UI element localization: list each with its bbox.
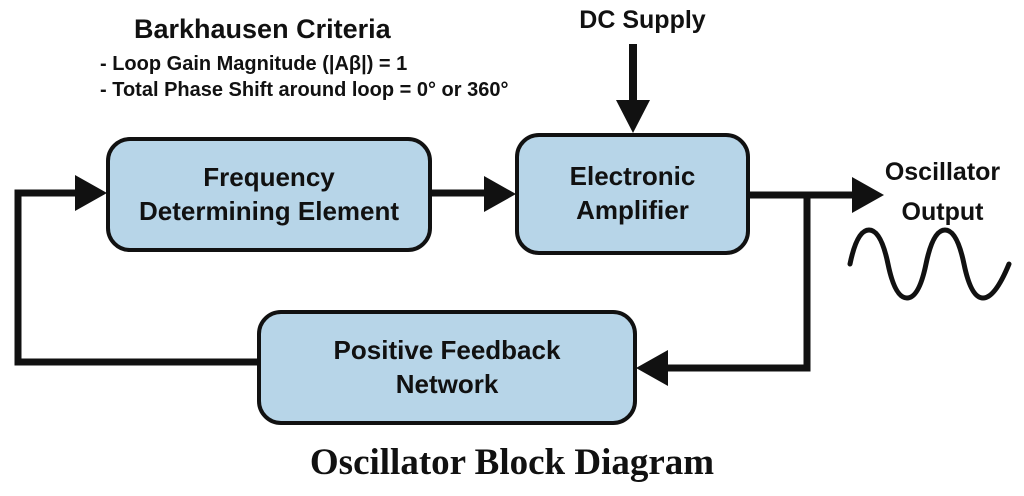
block-label-line: Positive Feedback <box>333 334 561 365</box>
sine-wave <box>847 227 1012 301</box>
diagram-caption: Oscillator Block Diagram <box>309 442 715 483</box>
block-positive-feedback-network: Positive Feedback Network <box>257 310 637 425</box>
barkhausen-criterion-gain: - Loop Gain Magnitude (|Aβ|) = 1 <box>100 53 408 75</box>
block-label-line: Frequency <box>203 161 335 192</box>
oscillator-output-label: Oscillator Output <box>870 152 1015 232</box>
block-label-line: Amplifier <box>576 195 689 225</box>
barkhausen-criterion-phase: - Total Phase Shift around loop = 0° or … <box>100 79 509 101</box>
oscillator-output-line1: Oscillator <box>884 158 1001 186</box>
dc-supply-arrow <box>616 44 650 133</box>
block-label-line: Network <box>395 368 499 399</box>
dc-supply-label: DC Supply <box>579 6 706 34</box>
amplifier-output-arrow <box>750 177 884 213</box>
fde-to-amplifier-arrow <box>432 176 516 212</box>
feedback-branch-arrow <box>636 192 811 386</box>
block-label-line: Determining Element <box>138 195 400 226</box>
oscillator-output-line2: Output <box>901 198 984 226</box>
barkhausen-criteria: Barkhausen Criteria - Loop Gain Magnitud… <box>100 14 520 103</box>
block-electronic-amplifier: Electronic Amplifier <box>515 133 750 255</box>
barkhausen-heading: Barkhausen Criteria <box>134 14 391 44</box>
feedback-return-arrow <box>14 175 257 366</box>
block-frequency-determining-element: Frequency Determining Element <box>106 137 432 252</box>
block-label-line: Electronic <box>569 161 696 192</box>
